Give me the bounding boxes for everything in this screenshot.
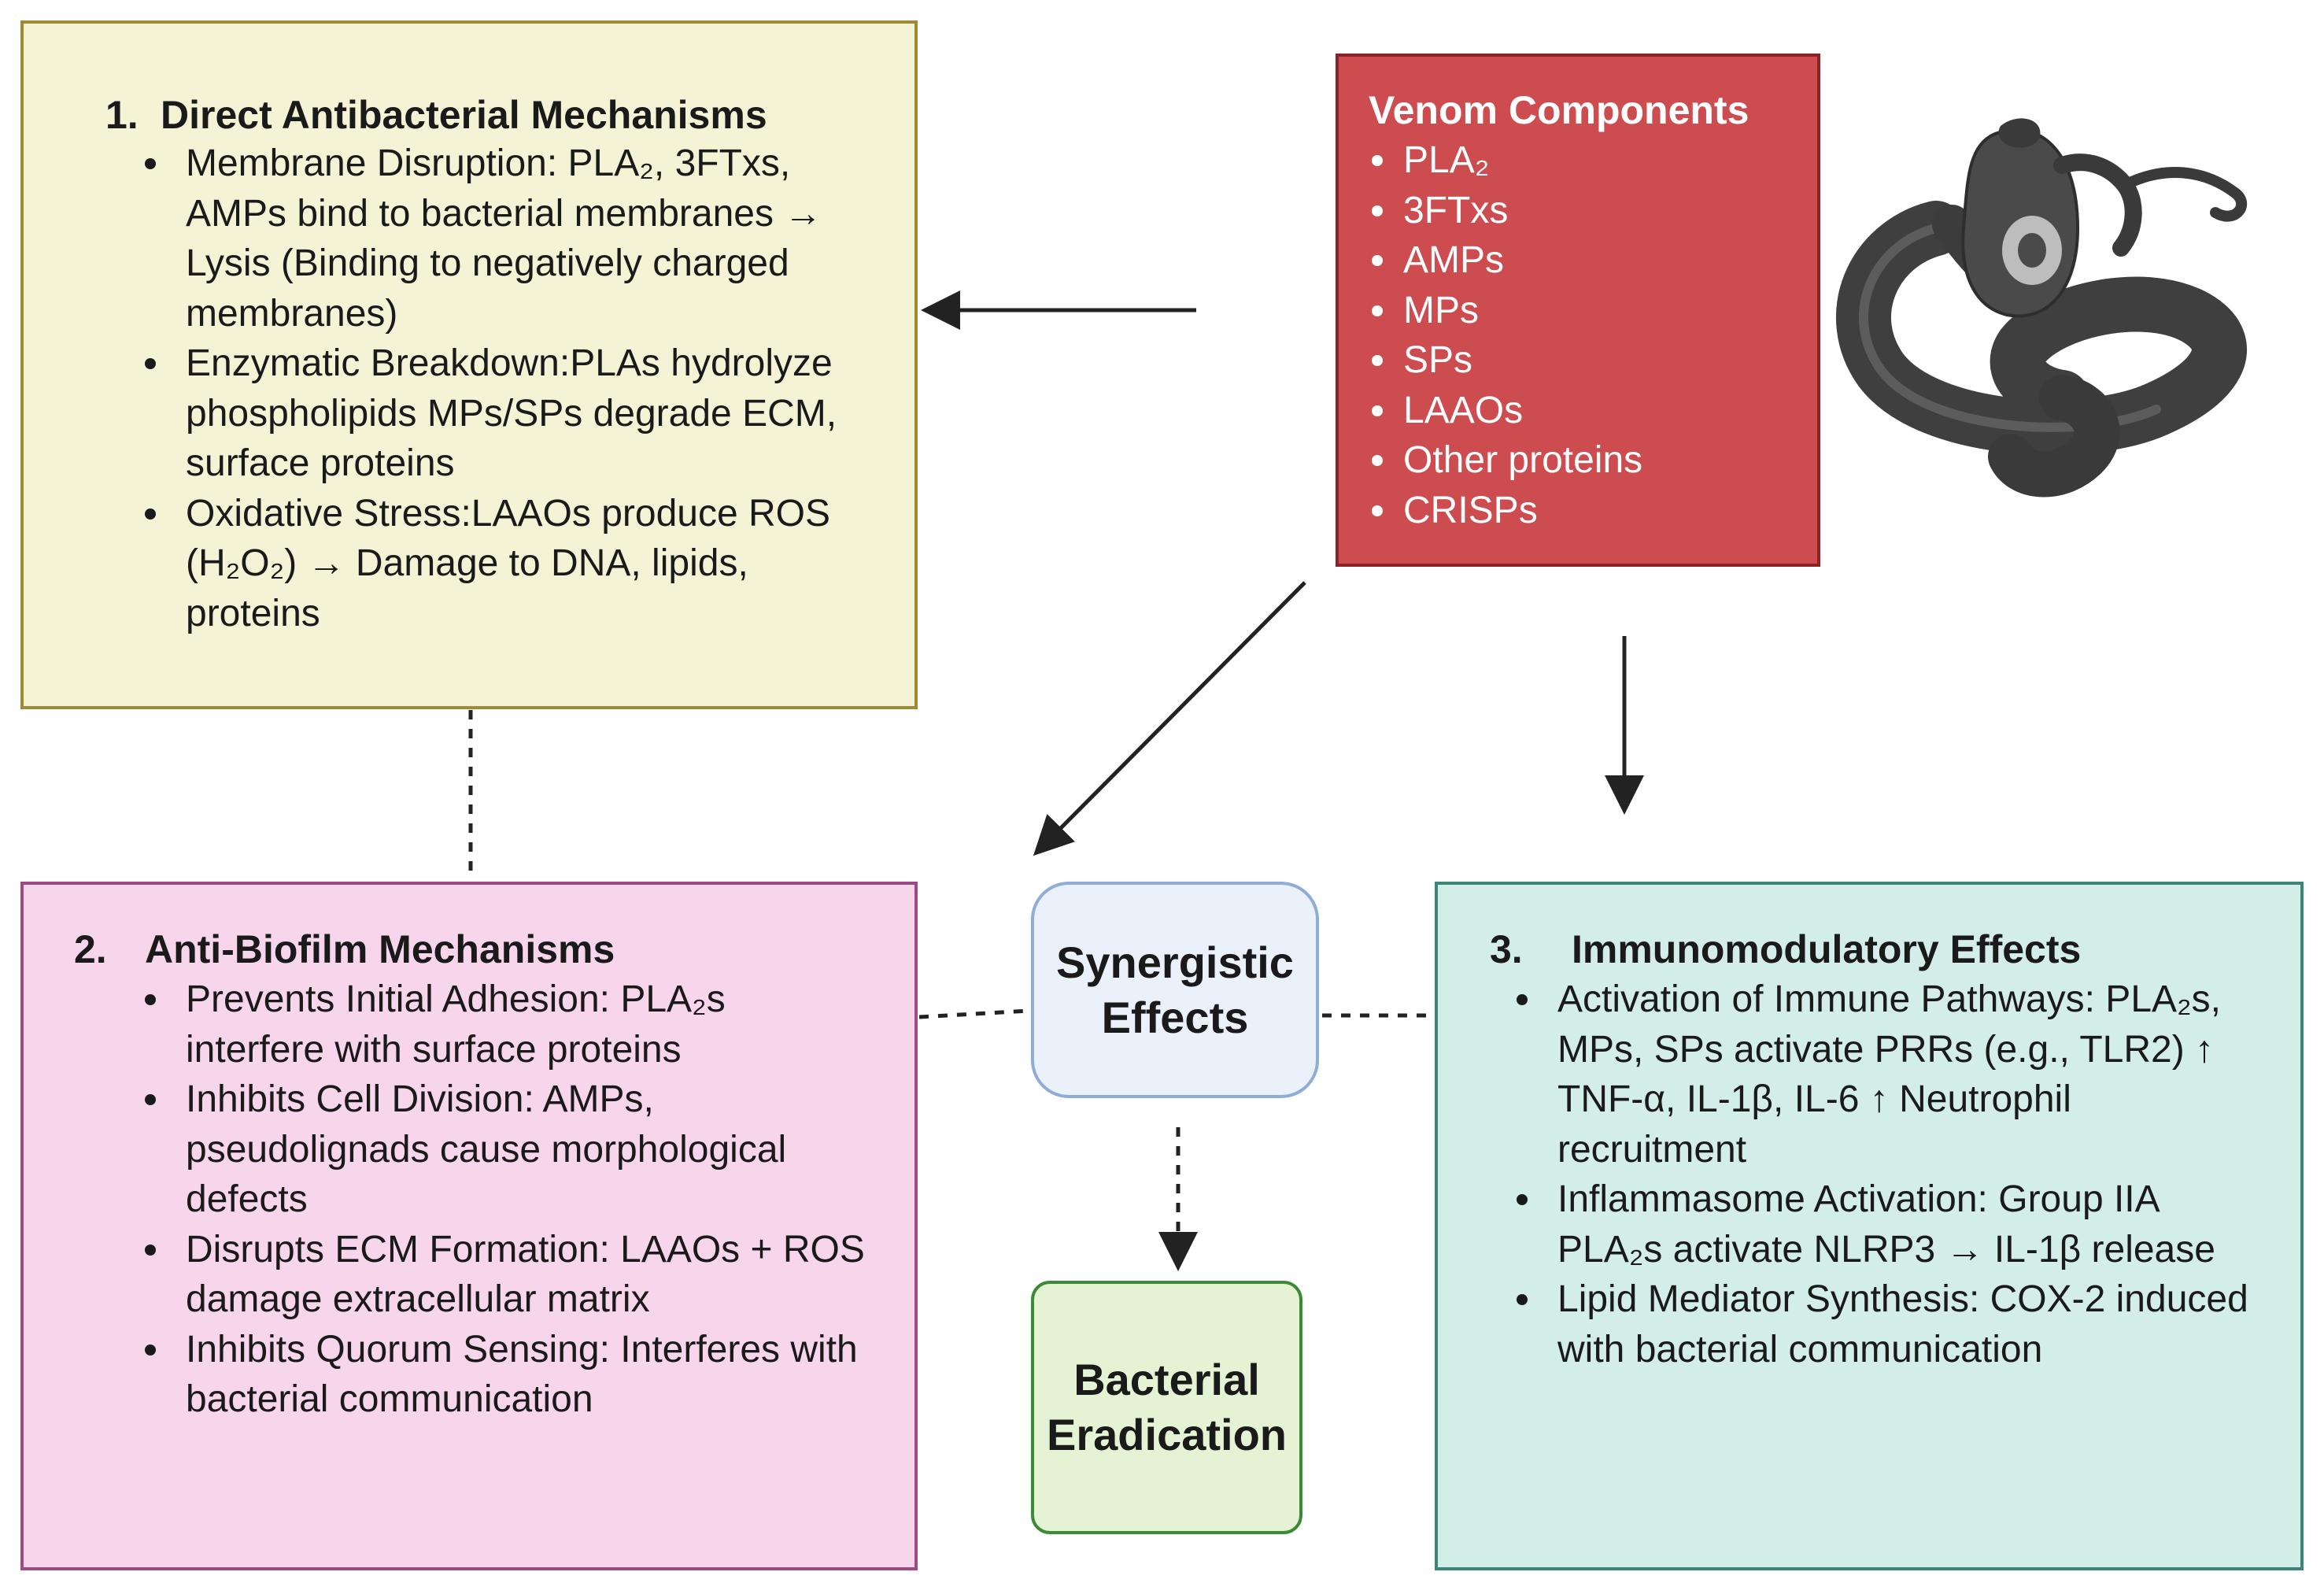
list-item: Oxidative Stress:LAAOs produce ROS (H₂O₂… xyxy=(116,489,872,639)
venom-components-heading: Venom Components xyxy=(1369,88,1749,132)
synergistic-effects-label-line2: Effects xyxy=(1101,992,1249,1042)
direct-antibacterial-list: Membrane Disruption: PLA₂, 3FTxs, AMPs b… xyxy=(116,139,872,638)
list-item: 3FTxs xyxy=(1339,186,1811,236)
list-item: SPs xyxy=(1339,335,1811,386)
list-item: Inflammasome Activation: Group IIA PLA₂s… xyxy=(1488,1174,2259,1274)
list-item: Lipid Mediator Synthesis: COX-2 induced … xyxy=(1488,1274,2259,1374)
direct-antibacterial-box: 1.Direct Antibacterial Mechanisms Membra… xyxy=(20,20,918,709)
arrow-venom-to-synergy xyxy=(1033,581,1306,856)
venom-components-box: Venom Components PLA₂ 3FTxs AMPs MPs SPs… xyxy=(1336,54,1820,567)
list-item: Inhibits Cell Division: AMPs, pseudolign… xyxy=(116,1074,872,1225)
list-item: MPs xyxy=(1339,286,1811,336)
list-item: Membrane Disruption: PLA₂, 3FTxs, AMPs b… xyxy=(116,139,872,338)
immunomodulatory-box: 3.Immunomodulatory Effects Activation of… xyxy=(1435,882,2304,1570)
list-item: Activation of Immune Pathways: PLA₂s, MP… xyxy=(1488,975,2259,1174)
venom-components-list: PLA₂ 3FTxs AMPs MPs SPs LAAOs Other prot… xyxy=(1339,135,1811,535)
list-item: AMPs xyxy=(1339,235,1811,286)
list-item: CRISPs xyxy=(1339,486,1811,536)
list-item: PLA₂ xyxy=(1339,135,1811,186)
anti-biofilm-box: 2.Anti-Biofilm Mechanisms Prevents Initi… xyxy=(20,882,918,1570)
bacterial-eradication-label-line2: Eradication xyxy=(1047,1410,1287,1459)
synergistic-effects-label-line1: Synergistic xyxy=(1056,937,1294,987)
list-item: LAAOs xyxy=(1339,386,1811,436)
list-item: Disrupts ECM Formation: LAAOs + ROS dama… xyxy=(116,1225,872,1325)
bacterial-eradication-node: Bacterial Eradication xyxy=(1031,1281,1302,1534)
synergistic-effects-node: Synergistic Effects xyxy=(1031,882,1319,1098)
direct-antibacterial-heading: 1.Direct Antibacterial Mechanisms xyxy=(105,93,767,137)
dotted-antibiofilm-to-synergy xyxy=(918,1008,1030,1019)
list-item: Other proteins xyxy=(1339,435,1811,486)
anti-biofilm-list: Prevents Initial Adhesion: PLA₂s interfe… xyxy=(116,975,872,1425)
list-item: Inhibits Quorum Sensing: Interferes with… xyxy=(116,1325,872,1425)
cobra-illustration-icon xyxy=(1835,118,2248,497)
immunomodulatory-heading: 3.Immunomodulatory Effects xyxy=(1490,927,2082,971)
list-item: Prevents Initial Adhesion: PLA₂s interfe… xyxy=(116,975,872,1074)
immunomodulatory-list: Activation of Immune Pathways: PLA₂s, MP… xyxy=(1488,975,2259,1374)
list-item: Enzymatic Breakdown:PLAs hydrolyze phosp… xyxy=(116,338,872,489)
anti-biofilm-heading: 2.Anti-Biofilm Mechanisms xyxy=(74,927,615,971)
bacterial-eradication-label-line1: Bacterial xyxy=(1073,1355,1260,1404)
